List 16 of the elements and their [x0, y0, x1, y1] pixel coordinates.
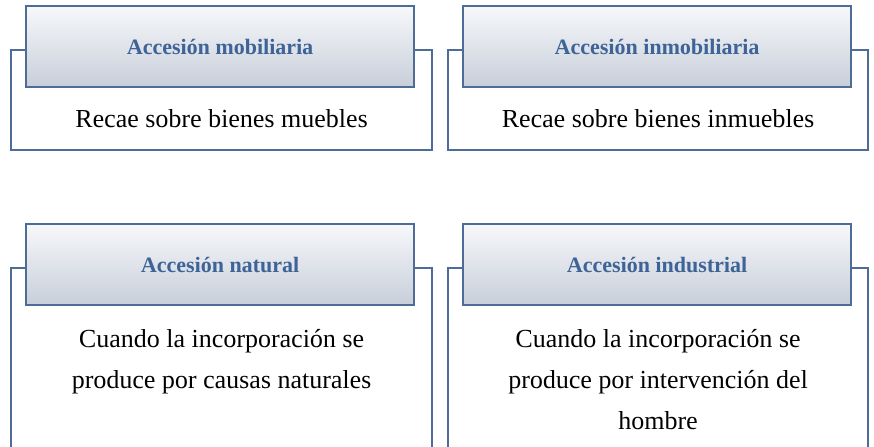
- header-box: [25, 223, 415, 306]
- header-title: Accesión industrial: [566, 252, 748, 278]
- description-text: Cuando la incorporación se produce por causas naturales: [70, 323, 372, 396]
- header-title: Accesión mobiliaria: [126, 34, 314, 60]
- header-box: [462, 5, 852, 88]
- content-panel: [10, 306, 433, 447]
- header-box: [25, 5, 415, 88]
- description-text: Recae sobre bienes inmuebles: [500, 103, 816, 135]
- content-panel: [447, 88, 869, 151]
- content-panel: [447, 306, 869, 447]
- header-title: Accesión natural: [140, 252, 300, 278]
- content-panel: [10, 88, 433, 151]
- header-box: [462, 223, 852, 306]
- description-text: Recae sobre bienes muebles: [74, 103, 369, 135]
- header-title: Accesión inmobiliaria: [554, 34, 760, 60]
- description-text: Cuando la incorporación se produce por intervención del hombre: [507, 323, 809, 437]
